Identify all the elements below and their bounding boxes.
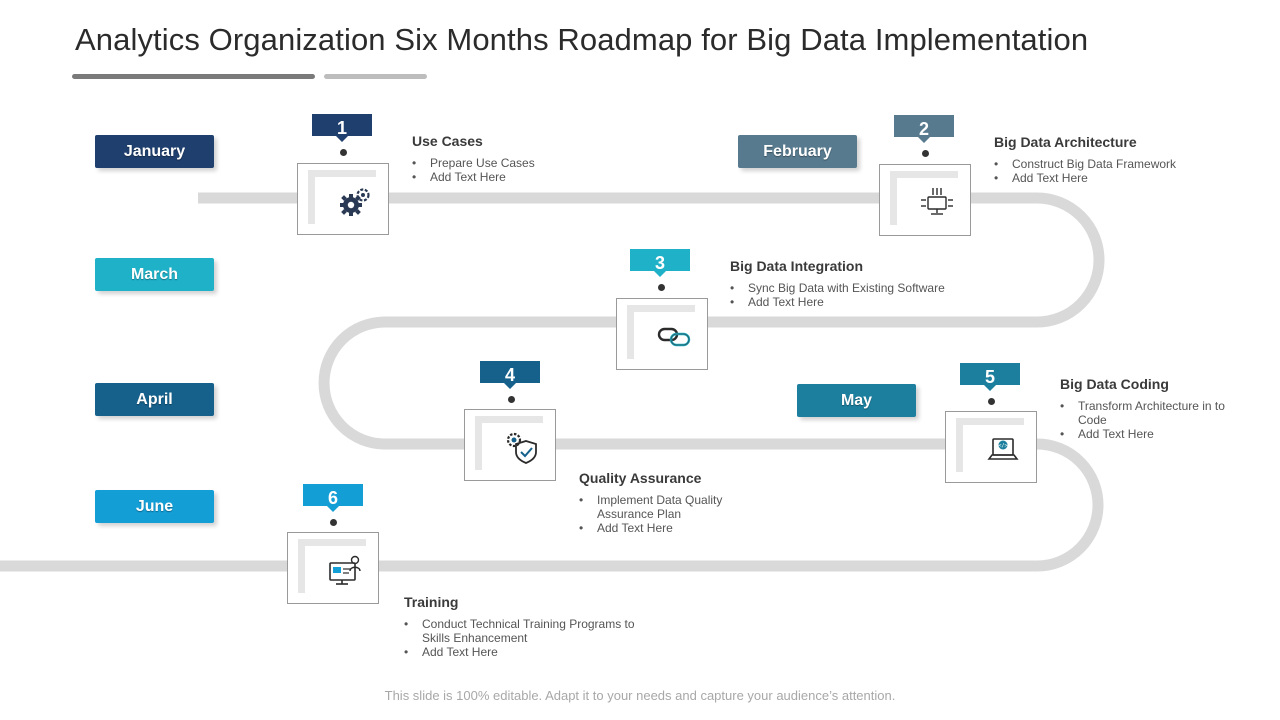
step-4-bullet: Add Text Here	[579, 521, 759, 535]
footer-note: This slide is 100% editable. Adapt it to…	[384, 688, 896, 703]
slide-title: Analytics Organization Six Months Roadma…	[75, 22, 1089, 57]
step-3-number-tag: 3	[630, 249, 690, 289]
step-6-title: Training	[404, 594, 459, 610]
month-label-may: May	[797, 384, 916, 417]
step-2-bullet: Add Text Here	[994, 171, 1224, 185]
step-1-description: Use Cases Prepare Use Cases Add Text Her…	[412, 133, 612, 184]
step-2-description: Big Data Architecture Construct Big Data…	[994, 134, 1224, 185]
step-6-number: 6	[327, 488, 338, 508]
step-2-number-tag: 2	[894, 115, 954, 155]
step-5-title: Big Data Coding	[1060, 376, 1169, 392]
step-5-bullet: Transform Architecture in to Code	[1060, 399, 1240, 427]
step-5-description: Big Data Coding Transform Architecture i…	[1060, 376, 1240, 441]
month-label-june: June	[95, 490, 214, 523]
step-6-description: Training Conduct Technical Training Prog…	[404, 594, 644, 659]
step-4-number: 4	[504, 365, 515, 385]
step-6-icon-box	[287, 532, 379, 604]
step-4-number-tag: 4	[480, 361, 540, 401]
step-2-title: Big Data Architecture	[994, 134, 1137, 150]
step-6-connector-dot	[330, 519, 337, 526]
title-underline-dark	[72, 74, 315, 79]
svg-text:</>: </>	[998, 443, 1007, 449]
month-label-april: April	[95, 383, 214, 416]
step-3-description: Big Data Integration Sync Big Data with …	[730, 258, 970, 309]
step-6-bullet: Add Text Here	[404, 645, 644, 659]
online-training-icon	[329, 555, 361, 585]
step-2-number: 2	[918, 119, 929, 139]
step-5-number: 5	[984, 367, 995, 387]
title-underline-light	[324, 74, 427, 79]
step-5-icon-box: </>	[945, 411, 1037, 483]
step-1-number-tag: 1	[312, 114, 372, 154]
step-4-connector-dot	[508, 396, 515, 403]
step-2-bullet: Construct Big Data Framework	[994, 157, 1224, 171]
step-4-description: Quality Assurance Implement Data Quality…	[579, 470, 759, 535]
laptop-code-icon: </>	[987, 438, 1019, 460]
step-2-icon-box	[879, 164, 971, 236]
step-3-icon-box	[616, 298, 708, 370]
month-label-january: January	[95, 135, 214, 168]
step-3-bullet: Sync Big Data with Existing Software	[730, 281, 970, 295]
step-3-bullet: Add Text Here	[730, 295, 970, 309]
step-3-number: 3	[654, 253, 665, 273]
computer-chip-icon	[921, 188, 953, 215]
step-6-bullet: Conduct Technical Training Programs to S…	[404, 617, 644, 645]
gears-icon	[340, 188, 370, 216]
step-4-title: Quality Assurance	[579, 470, 702, 486]
step-3-connector-dot	[658, 284, 665, 291]
step-5-bullet: Add Text Here	[1060, 427, 1240, 441]
chain-link-icon	[657, 327, 691, 347]
step-5-number-tag: 5	[960, 363, 1020, 403]
step-4-icon-box	[464, 409, 556, 481]
step-1-title: Use Cases	[412, 133, 483, 149]
step-2-connector-dot	[922, 150, 929, 157]
quality-shield-icon	[506, 432, 537, 464]
step-1-connector-dot	[340, 149, 347, 156]
month-label-march: March	[95, 258, 214, 291]
step-6-number-tag: 6	[303, 484, 363, 524]
step-1-bullet: Prepare Use Cases	[412, 156, 612, 170]
step-4-bullet: Implement Data Quality Assurance Plan	[579, 493, 759, 521]
step-3-title: Big Data Integration	[730, 258, 864, 274]
step-1-icon-box	[297, 163, 389, 235]
step-1-bullet: Add Text Here	[412, 170, 612, 184]
step-1-number: 1	[336, 118, 347, 138]
month-label-february: February	[738, 135, 857, 168]
step-5-connector-dot	[988, 398, 995, 405]
